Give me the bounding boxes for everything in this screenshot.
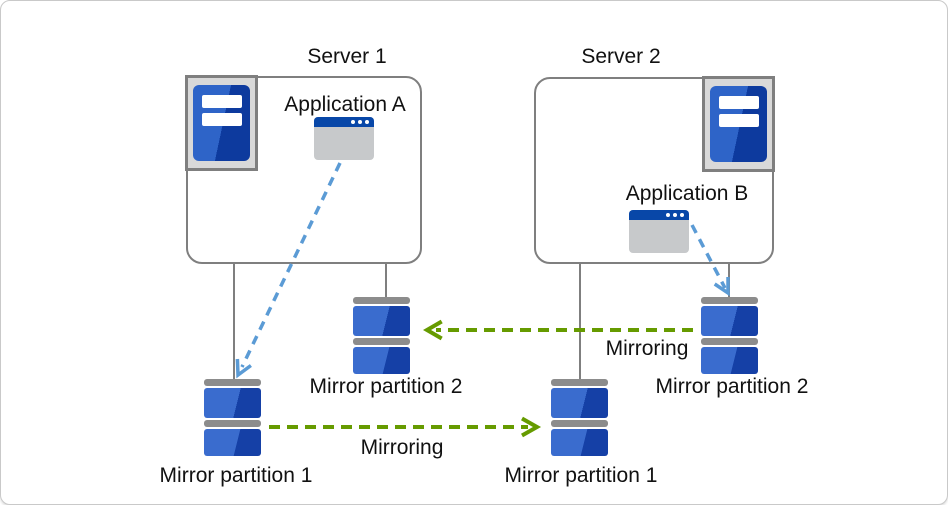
connector-line: [728, 264, 730, 298]
window-titlebar: [314, 117, 374, 127]
green-arrowhead: [423, 319, 443, 341]
blue-arrowhead: [713, 277, 730, 297]
disk-platter: [551, 429, 608, 456]
server-tower: [710, 86, 767, 162]
server1-title: Server 1: [307, 45, 387, 68]
disk-platter: [204, 388, 261, 418]
app-window-icon: [629, 210, 689, 253]
mirroring-label-bottom: Mirroring: [360, 436, 444, 459]
disk-cap: [353, 297, 410, 304]
connector-line: [579, 264, 581, 380]
mirroring-label-top: Mirroring: [605, 337, 689, 360]
window-control-dot: [680, 213, 684, 217]
disk-divider: [701, 338, 758, 345]
mirror-partition-2-left-label: Mirror partition 2: [309, 375, 463, 398]
disk-divider: [353, 338, 410, 345]
disk-platter: [353, 347, 410, 374]
window-control-dot: [351, 120, 355, 124]
window-control-dot: [365, 120, 369, 124]
connector-line: [233, 264, 235, 380]
disk-icon: [204, 379, 261, 456]
mirror-partition-1-right-label: Mirror partition 1: [504, 464, 658, 487]
server-slot: [201, 113, 242, 126]
window-control-dot: [666, 213, 670, 217]
disk-icon: [551, 379, 608, 456]
disk-platter: [701, 306, 758, 336]
disk-icon: [701, 297, 758, 374]
server-tower: [193, 85, 250, 161]
application-b-label: Application B: [625, 182, 749, 205]
window-control-dot: [673, 213, 677, 217]
mirror-partition-2-right-label: Mirror partition 2: [655, 375, 809, 398]
disk-platter: [204, 429, 261, 456]
app-window-icon: [314, 117, 374, 160]
server-slot: [201, 95, 242, 108]
window-control-dot: [358, 120, 362, 124]
window-titlebar: [629, 210, 689, 220]
green-arrowhead: [521, 416, 542, 438]
disk-cap: [204, 379, 261, 386]
disk-cap: [701, 297, 758, 304]
disk-divider: [551, 420, 608, 427]
disk-platter: [353, 306, 410, 336]
application-a-label: Application A: [284, 93, 406, 116]
disk-divider: [204, 420, 261, 427]
server-slot: [718, 114, 759, 127]
server-slot: [718, 96, 759, 109]
server2-title: Server 2: [581, 45, 661, 68]
disk-icon: [353, 297, 410, 374]
disk-platter: [551, 388, 608, 418]
server-icon: [702, 76, 775, 172]
disk-cap: [551, 379, 608, 386]
blue-arrowhead: [235, 358, 252, 379]
server-icon: [185, 75, 258, 171]
mirror-partition-1-left-label: Mirror partition 1: [159, 464, 313, 487]
connector-line: [385, 264, 387, 298]
disk-platter: [701, 347, 758, 374]
